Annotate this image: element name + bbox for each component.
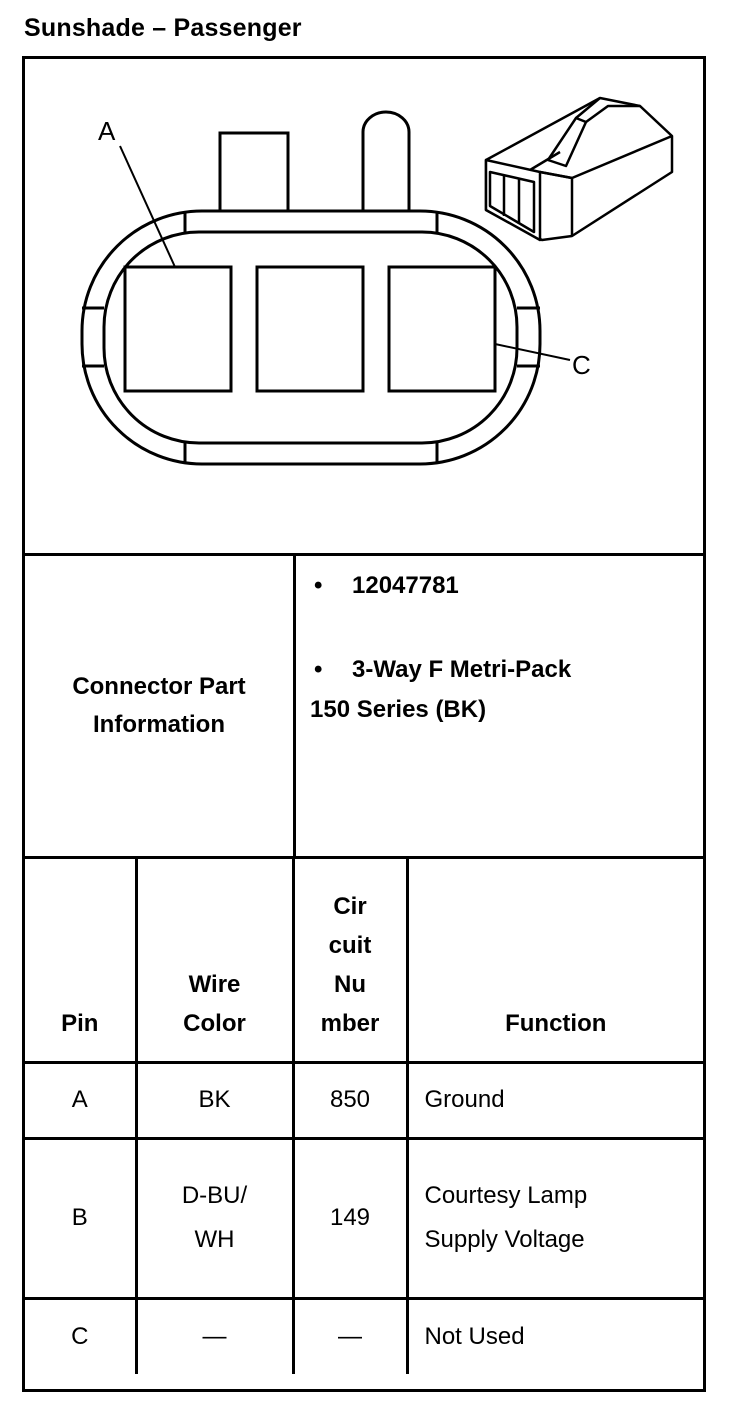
- header-wire-color: Wire Color: [134, 859, 295, 1064]
- wire-color-cell: D-BU/ WH: [134, 1136, 295, 1300]
- function-cell: Ground: [405, 1060, 703, 1140]
- function-cell: Not Used: [405, 1296, 703, 1374]
- callout-a-label: A: [98, 116, 116, 146]
- pin-cavity-b: [255, 265, 365, 393]
- wire-color-cell: —: [134, 1296, 295, 1374]
- pin-cell: C: [25, 1296, 138, 1374]
- connector-key: [361, 110, 411, 236]
- function-cell: Courtesy Lamp Supply Voltage: [405, 1136, 703, 1300]
- page-title: Sunshade – Passenger: [24, 14, 302, 42]
- pin-cavity-a: [123, 265, 233, 393]
- connector-face-drawing: A C: [80, 96, 674, 466]
- connector-part-info-label: Connector Part Information: [25, 556, 296, 856]
- pin-cell: B: [25, 1136, 138, 1300]
- table-row: C — — Not Used: [25, 1296, 703, 1374]
- table-row: A BK 850 Ground: [25, 1060, 703, 1140]
- connector-housing-inner: [102, 230, 519, 445]
- connector-isometric-icon: [484, 96, 674, 242]
- circuit-cell: 850: [291, 1060, 409, 1140]
- connector-diagram: A C: [25, 59, 703, 556]
- connector-part-info-value: • 12047781 • 3-Way F Metri-Pack 150 Seri…: [310, 572, 572, 723]
- pin-cavity-c: [387, 265, 497, 393]
- pin-cell: A: [25, 1060, 138, 1140]
- pin-table: Pin Wire Color Cir cuit Nu mber Function…: [25, 859, 703, 1374]
- connector-sheet: A C Connector Part Information: [22, 56, 706, 1392]
- connector-tab: [218, 131, 290, 213]
- table-row: B D-BU/ WH 149 Courtesy Lamp Supply Volt…: [25, 1136, 703, 1300]
- circuit-cell: —: [291, 1296, 409, 1374]
- header-function: Function: [405, 859, 703, 1064]
- header-circuit-number: Cir cuit Nu mber: [291, 859, 409, 1064]
- callout-c-leader: [494, 343, 571, 361]
- callout-c-label: C: [572, 350, 591, 380]
- connector-housing-outer: [80, 209, 542, 466]
- circuit-cell: 149: [291, 1136, 409, 1300]
- connector-part-info-row: Connector Part Information • 12047781 • …: [25, 556, 703, 859]
- callout-a-leader: [119, 145, 176, 268]
- header-pin: Pin: [25, 859, 138, 1064]
- wire-color-cell: BK: [134, 1060, 295, 1140]
- pin-table-header: Pin Wire Color Cir cuit Nu mber Function: [25, 859, 703, 1064]
